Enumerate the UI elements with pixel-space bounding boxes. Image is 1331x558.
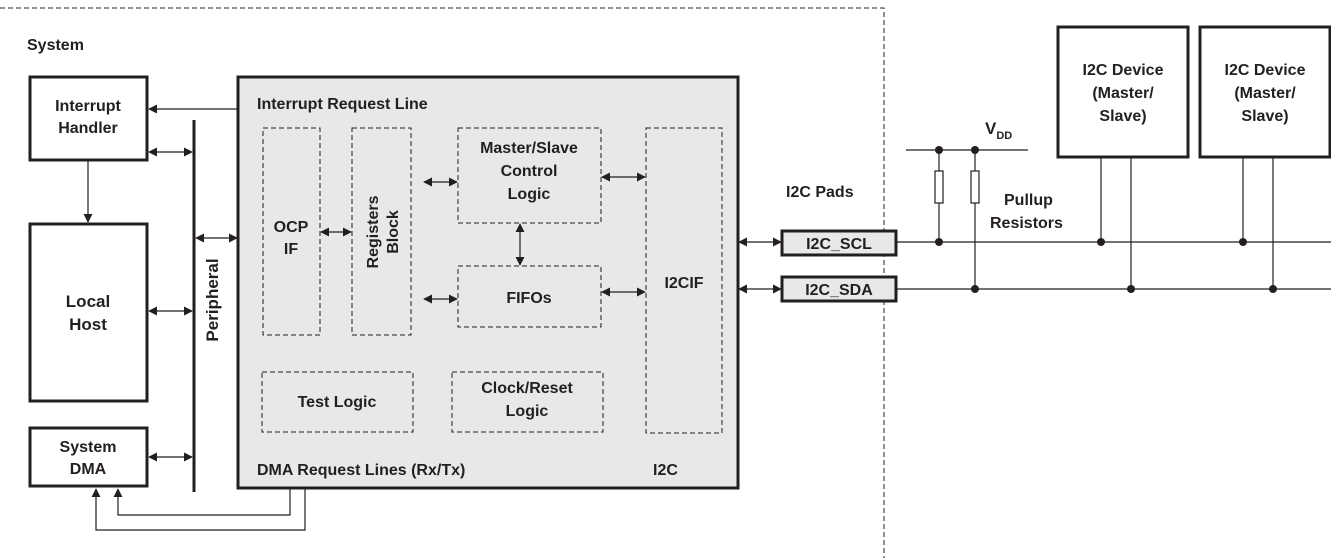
interrupt-handler-label-2: Handler <box>58 120 118 137</box>
junction-device-1-scl <box>1097 238 1105 246</box>
fifos-box <box>457 265 602 328</box>
ocp-if-label-1: OCP <box>274 219 309 236</box>
junction-scl-pullup <box>935 238 943 246</box>
i2c-device-2-label-2: (Master/ <box>1234 85 1296 102</box>
i2c-device-2-label-3: Slave) <box>1241 108 1288 125</box>
i2c-block <box>236 75 740 490</box>
i2c-scl-pad-label: I2C_SCL <box>806 236 872 253</box>
interrupt-handler-box <box>28 75 149 162</box>
pullup-label-1: Pullup <box>1004 192 1053 209</box>
clock-reset-label-1: Clock/Reset <box>481 380 573 397</box>
system-boundary <box>0 7 885 558</box>
ocp-if-box <box>262 127 321 336</box>
junction-vdd-scl <box>935 146 943 154</box>
i2c-device-2-box <box>1198 25 1331 159</box>
local-host-box <box>28 222 149 403</box>
control-logic-label-3: Logic <box>508 186 551 203</box>
i2c-sda-pad-label: I2C_SDA <box>805 282 873 299</box>
vdd-label: VDD <box>985 119 1012 142</box>
i2c-device-1-label-2: (Master/ <box>1092 85 1154 102</box>
control-logic-box <box>457 127 602 224</box>
pullup-resistor-scl <box>934 170 944 204</box>
system-dma-box <box>28 426 149 488</box>
registers-block-label-1: Registers <box>365 195 382 268</box>
local-host-label-1: Local <box>66 292 110 311</box>
clock-reset-label-2: Logic <box>506 403 549 420</box>
i2cif-box <box>645 127 723 434</box>
i2c-device-1-label-3: Slave) <box>1099 108 1146 125</box>
system-label: System <box>27 37 84 54</box>
local-host-label-2: Host <box>69 315 107 334</box>
junction-vdd-sda <box>971 146 979 154</box>
junction-device-2-scl <box>1239 238 1247 246</box>
i2c-device-1-label-1: I2C Device <box>1083 62 1164 79</box>
i2c-scl-pad <box>780 229 898 257</box>
fifos-label: FIFOs <box>506 290 551 307</box>
control-logic-label-2: Control <box>501 163 558 180</box>
i2c-device-1-box <box>1056 25 1190 159</box>
pullup-label-2: Resistors <box>990 215 1063 232</box>
i2c-device-2-label-1: I2C Device <box>1225 62 1306 79</box>
dma-request-lines-label: DMA Request Lines (Rx/Tx) <box>257 462 465 479</box>
registers-block-label-2: Block <box>385 210 402 254</box>
clock-reset-box <box>451 371 604 433</box>
system-dma-label-2: DMA <box>70 461 107 478</box>
test-logic-label: Test Logic <box>298 394 377 411</box>
system-dma-label-1: System <box>60 439 117 456</box>
i2c-pads-title: I2C Pads <box>786 184 854 201</box>
test-logic-box <box>261 371 414 433</box>
dma-request-line-1 <box>91 488 306 531</box>
junction-device-2-sda <box>1269 285 1277 293</box>
junction-device-1-sda <box>1127 285 1135 293</box>
interrupt-handler-label-1: Interrupt <box>55 98 121 115</box>
control-logic-label-1: Master/Slave <box>480 140 578 157</box>
interrupt-request-line-label: Interrupt Request Line <box>257 96 428 113</box>
i2c-sda-pad <box>780 275 898 303</box>
dma-request-line-2 <box>113 488 291 516</box>
registers-block-box <box>351 127 412 336</box>
i2c-block-name: I2C <box>653 462 678 479</box>
peripheral-label: Peripheral <box>203 258 222 341</box>
pullup-resistor-sda <box>970 170 980 204</box>
junction-sda-pullup <box>971 285 979 293</box>
ocp-if-label-2: IF <box>284 241 298 258</box>
i2cif-label: I2CIF <box>664 275 703 292</box>
